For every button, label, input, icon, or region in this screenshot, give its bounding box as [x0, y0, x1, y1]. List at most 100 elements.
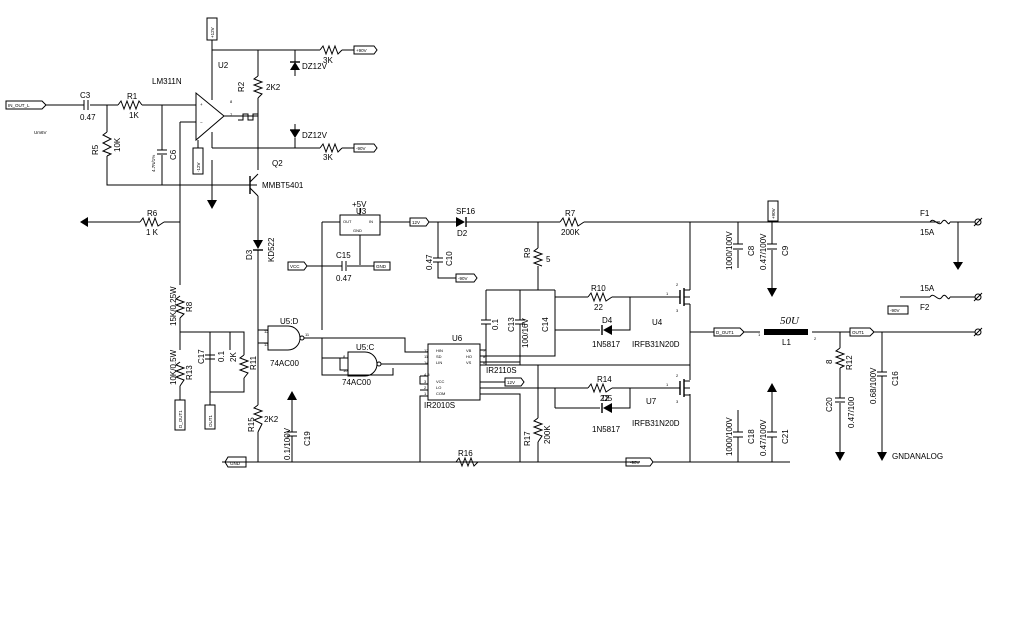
svg-text:VCC: VCC: [436, 379, 445, 384]
svg-text:U4: U4: [652, 318, 663, 327]
svg-text:R13: R13: [185, 365, 194, 380]
svg-text:D2: D2: [457, 229, 468, 238]
svg-text:D4: D4: [602, 316, 613, 325]
svg-text:−: −: [200, 120, 203, 125]
svg-text:200K: 200K: [543, 425, 552, 444]
svg-text:-90V: -90V: [458, 276, 468, 281]
capacitor-c17: C17 0.1: [197, 349, 226, 364]
svg-text:C13: C13: [507, 317, 516, 332]
capacitor-c13: 0.1 C13: [481, 317, 516, 332]
svg-text:1 K: 1 K: [146, 228, 159, 237]
svg-text:12: 12: [264, 329, 269, 334]
svg-text:0.1/100V: 0.1/100V: [283, 427, 292, 460]
svg-text:U7: U7: [646, 397, 657, 406]
svg-text:1: 1: [666, 382, 669, 387]
svg-text:IRFB31N20D: IRFB31N20D: [632, 419, 680, 428]
svg-text:+90V: +90V: [356, 48, 367, 53]
svg-text:50U: 50U: [780, 315, 800, 327]
svg-text:C6: C6: [169, 149, 178, 160]
svg-text:C15: C15: [336, 251, 351, 260]
port-d-out1-left: D_OUT1: [174, 399, 186, 431]
svg-text:Q2: Q2: [272, 159, 283, 168]
svg-text:10K: 10K: [113, 137, 122, 152]
svg-text:LO: LO: [436, 385, 441, 390]
svg-text:15A: 15A: [920, 284, 935, 293]
svg-text:2: 2: [676, 282, 679, 287]
svg-text:13: 13: [264, 342, 269, 347]
svg-text:U6: U6: [452, 334, 463, 343]
ground-arrow-c20: [835, 452, 845, 461]
port-m90v-c10: -90V: [455, 273, 478, 283]
svg-text:4.7N/1%: 4.7N/1%: [151, 155, 156, 172]
comparator-u2: LM311N U2 + − 8 7: [152, 61, 259, 142]
resistor-r10: R10 22: [587, 284, 613, 312]
resistor-r1: R1 1K: [117, 92, 143, 120]
diode-d4: D4 1N5817: [592, 316, 621, 349]
svg-text:IN: IN: [369, 219, 373, 224]
capacitor-c8: 1000/100V C8: [725, 231, 756, 270]
svg-text:74AC00: 74AC00: [342, 378, 371, 387]
svg-text:LM311N: LM311N: [152, 77, 182, 86]
svg-text:VB: VB: [466, 348, 472, 353]
svg-text:5: 5: [546, 255, 551, 264]
output-arrow-r6: [80, 217, 88, 227]
svg-text:OUT1: OUT1: [852, 330, 864, 335]
svg-text:0.68/100V: 0.68/100V: [869, 367, 878, 404]
svg-text:R10: R10: [591, 284, 606, 293]
svg-text:R5: R5: [91, 144, 100, 155]
svg-text:12V: 12V: [507, 380, 515, 385]
svg-text:2K: 2K: [229, 352, 238, 362]
resistor-r15: R15 2K2: [247, 404, 279, 433]
svg-text:OUT1: OUT1: [208, 415, 213, 427]
svg-text:-12V: -12V: [196, 162, 201, 172]
svg-text:C14: C14: [541, 317, 550, 332]
port-p90v-right: +90V: [767, 200, 779, 222]
svg-text:F1: F1: [920, 209, 930, 218]
gate-driver-u6: U6 IR2010S IR2110S HIN SD LIN VCC LO COM…: [424, 334, 517, 410]
gndanalog-label: GNDANALOG: [892, 452, 943, 461]
zener-dz-top: DZ12V 3K: [290, 44, 343, 76]
svg-text:GND: GND: [376, 264, 387, 269]
svg-text:3: 3: [676, 399, 679, 404]
mosfet-u7: U7 IRFB31N20D 2 1 3: [632, 373, 690, 428]
diode-d3: D3 KD522: [245, 237, 276, 262]
svg-text:C18: C18: [747, 429, 756, 444]
port-p12v: +12V: [206, 17, 218, 41]
capacitor-c20: C20 0.47/100: [825, 396, 856, 428]
port-gnd-bottom: GND: [224, 456, 247, 468]
svg-text:C17: C17: [197, 349, 206, 364]
resistor-r12: 8 R12: [825, 347, 854, 370]
svg-text:0.1: 0.1: [217, 350, 226, 362]
transistor-q2: Q2 MMBT5401: [249, 159, 304, 197]
svg-text:1000/100V: 1000/100V: [725, 231, 734, 270]
svg-text:L1: L1: [782, 338, 791, 347]
svg-text:GND: GND: [230, 461, 241, 466]
svg-text:12V: 12V: [412, 220, 420, 225]
svg-text:11: 11: [424, 354, 429, 359]
svg-text:3K: 3K: [323, 153, 333, 162]
svg-text:R9: R9: [523, 247, 532, 258]
regulator-u3: +5V U3 OUT IN GND: [339, 200, 381, 236]
port-d-out1-main: D_OUT1: [713, 327, 745, 337]
resistor-r13: 10K/0.5W R13: [169, 349, 194, 387]
svg-text:1: 1: [758, 332, 761, 337]
zener-dz-bottom: DZ12V 3K: [290, 129, 343, 162]
svg-text:22: 22: [594, 303, 603, 312]
svg-text:0.1: 0.1: [491, 318, 500, 330]
svg-text:R15: R15: [247, 417, 256, 432]
svg-text:+5V: +5V: [352, 200, 367, 209]
svg-text:+90V: +90V: [771, 208, 776, 219]
svg-text:C8: C8: [747, 245, 756, 256]
capacitor-c19: 0.1/100V C19: [283, 427, 312, 460]
svg-text:0.47/100V: 0.47/100V: [759, 419, 768, 456]
capacitor-c10: 0.47 C10: [425, 251, 454, 270]
svg-text:3: 3: [424, 379, 427, 384]
svg-text:1N5817: 1N5817: [592, 425, 621, 434]
svg-text:C20: C20: [825, 397, 834, 412]
svg-text:4,5: 4,5: [424, 372, 430, 377]
svg-text:KD522: KD522: [267, 237, 276, 262]
capacitor-c14: 100/16V C14: [515, 317, 550, 348]
svg-text:F2: F2: [920, 303, 930, 312]
svg-text:DZ12V: DZ12V: [302, 131, 328, 140]
